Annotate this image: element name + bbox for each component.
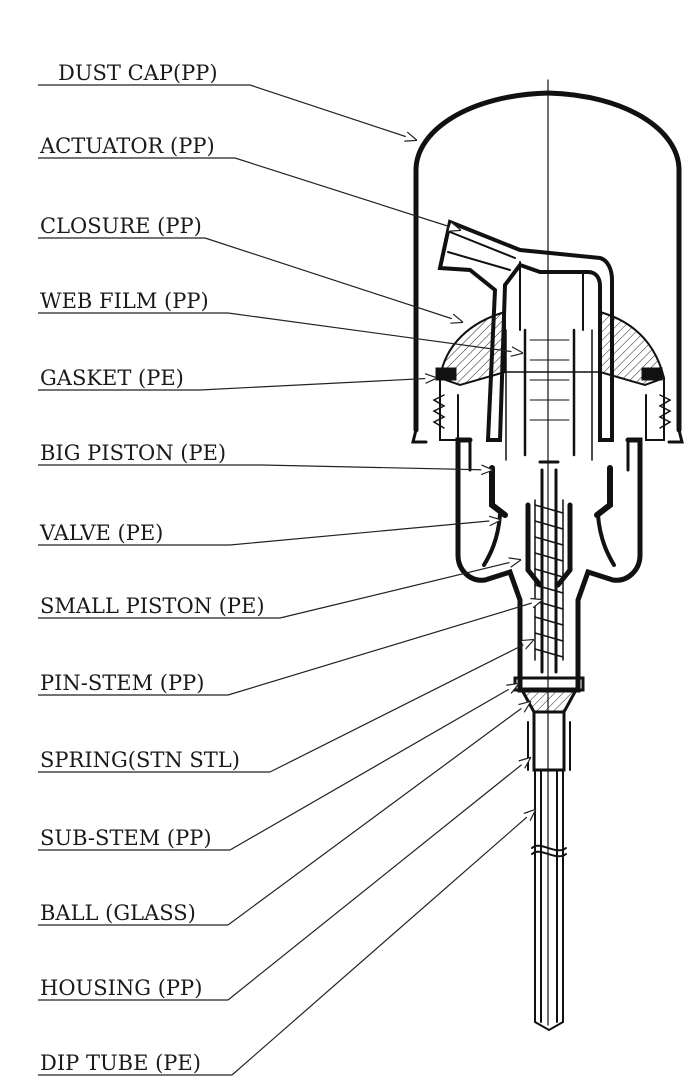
pin-stem-shape [538,460,560,674]
label-dust-cap: DUST CAP(PP) [58,61,218,85]
gasket-right-shape [641,367,663,381]
label-dip-tube: DIP TUBE (PE) [40,1051,201,1075]
dip-tube-shape [534,769,564,1023]
label-pin-stem: PIN-STEM (PP) [40,671,204,695]
ball-seat-shape [520,688,578,714]
label-big-piston: BIG PISTON (PE) [40,441,226,465]
actuator-shape [437,219,614,442]
label-closure: CLOSURE (PP) [40,214,202,238]
label-gasket: GASKET (PE) [40,366,184,390]
leader-lines [199,84,542,1076]
label-housing: HOUSING (PP) [40,976,202,1000]
small-piston-shape [525,502,573,588]
label-sub-stem: SUB-STEM (PP) [40,826,212,850]
label-small-piston: SMALL PISTON (PE) [40,594,265,618]
label-actuator: ACTUATOR (PP) [39,134,215,158]
part-labels: DUST CAP(PP) ACTUATOR (PP) CLOSURE (PP) … [39,61,265,1075]
label-valve: VALVE (PE) [39,521,163,545]
label-underlines [38,84,280,1076]
spring-shape [534,499,564,661]
gasket-left-shape [435,367,457,381]
big-piston-shape [489,465,613,518]
dust-cap-shape [413,90,682,433]
label-web-film: WEB FILM (PP) [40,289,209,313]
label-ball: BALL (GLASS) [40,901,196,925]
label-spring: SPRING(STN STL) [40,748,240,772]
pump-drawing [411,79,684,1032]
